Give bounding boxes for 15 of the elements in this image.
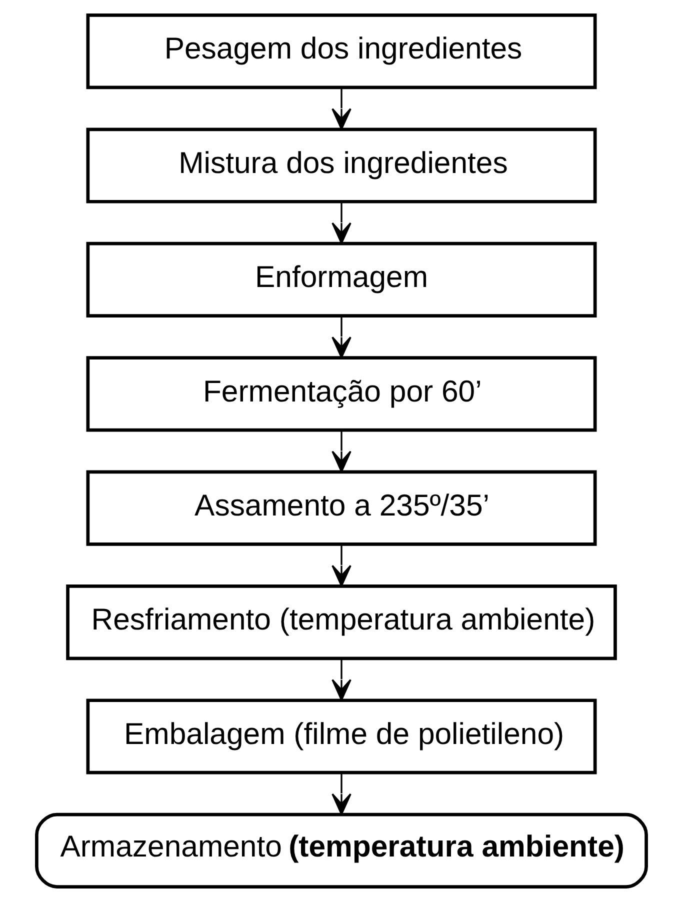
arrow (332, 772, 352, 815)
arrow (332, 544, 352, 587)
node-box: Mistura dos ingredientes (86, 128, 597, 204)
arrow (332, 202, 352, 244)
node-box: Armazenamento (temperatura ambiente) (35, 812, 648, 888)
node-box: Resfriamento (temperatura ambiente) (66, 584, 617, 660)
node-box: Enformagem (86, 242, 597, 318)
node-box: Pesagem dos ingredientes (86, 14, 597, 90)
arrow (332, 430, 352, 472)
node-box: Fermentação por 60’ (86, 356, 597, 432)
arrow (332, 316, 352, 358)
arrow (332, 87, 352, 130)
node-box: Assamento a 235º/35’ (86, 470, 597, 546)
node-box: Embalagem (filme de polietileno) (86, 698, 597, 774)
arrow (332, 658, 352, 701)
